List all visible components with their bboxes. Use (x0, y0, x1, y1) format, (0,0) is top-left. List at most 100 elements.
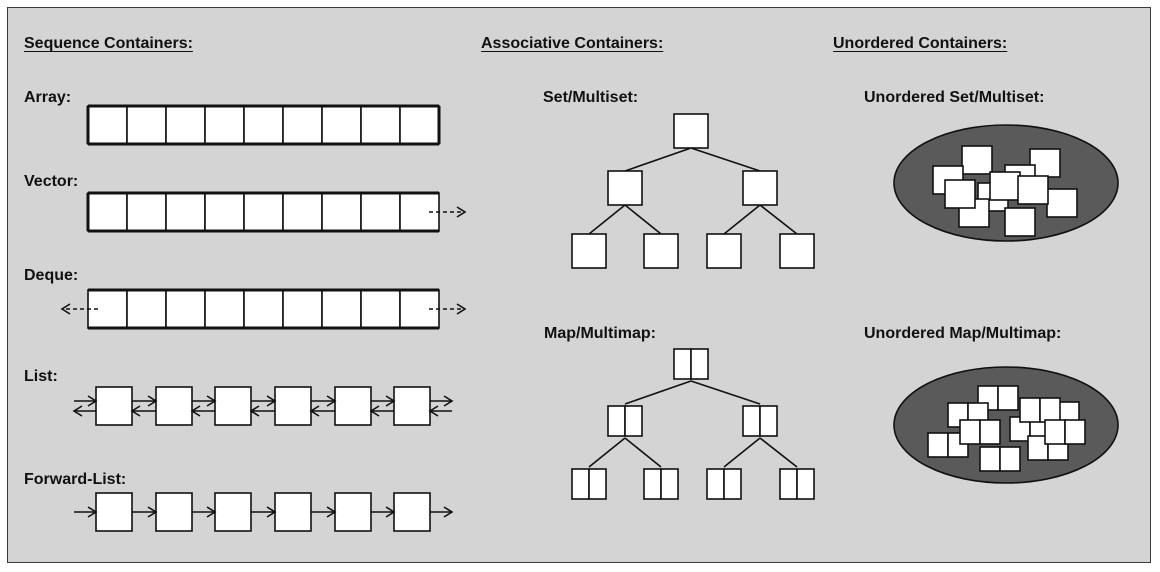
tree-edge (690, 147, 761, 172)
cell (87, 289, 128, 329)
cell (165, 105, 206, 145)
next-link-head (147, 395, 158, 407)
node (155, 386, 193, 426)
node (274, 386, 312, 426)
prev-link-head (369, 405, 380, 417)
unordered-value (1064, 419, 1086, 445)
cell (399, 105, 440, 145)
tree-node-key (706, 468, 725, 500)
unordered-map-diagram (893, 366, 1119, 484)
next-link-head (443, 395, 454, 407)
unordered-value (997, 385, 1019, 411)
tree-edge (759, 204, 798, 235)
cell (243, 192, 284, 232)
cell (360, 105, 401, 145)
array-diagram (86, 104, 441, 146)
unordered-value (1039, 397, 1061, 423)
node (214, 386, 252, 426)
heading-associative-containers: Associative Containers: (481, 35, 664, 52)
tree-root-key (673, 348, 692, 380)
vector-diagram (86, 191, 467, 233)
node (95, 386, 133, 426)
tree-node (643, 233, 679, 269)
unordered-element (961, 145, 993, 175)
tree-edge (759, 437, 798, 468)
tree-node-value (723, 468, 742, 500)
prev-link-head (249, 405, 260, 417)
forward-list-diagram (74, 492, 454, 532)
tree-edge (690, 380, 761, 405)
cell (321, 192, 362, 232)
cell (243, 289, 284, 329)
unordered-value (999, 446, 1021, 472)
next-link-head (147, 506, 158, 518)
cell (87, 192, 128, 232)
tree-edge (624, 204, 662, 235)
next-link-head (326, 506, 337, 518)
node (393, 492, 431, 532)
tree-node-key (607, 405, 626, 437)
prev-link-head (428, 405, 439, 417)
label-array: Array: (24, 89, 72, 106)
cell (204, 192, 245, 232)
label-map-multimap: Map/Multimap: (544, 325, 656, 342)
tree-node-value (759, 405, 778, 437)
grow-right-arrow-head (456, 206, 467, 218)
grow-left-arrow-head (60, 303, 71, 315)
cell (243, 105, 284, 145)
label-deque: Deque: (24, 267, 79, 284)
tree-node-value (796, 468, 815, 500)
map-tree-diagram (571, 348, 815, 500)
tree-node (706, 233, 742, 269)
unordered-key (927, 432, 949, 458)
prev-link-head (190, 405, 201, 417)
tree-node (571, 233, 607, 269)
tree-node (607, 170, 643, 206)
unordered-value (979, 419, 1001, 445)
unordered-element (1004, 207, 1036, 237)
unordered-element (989, 171, 1021, 201)
deque-diagram (60, 288, 467, 330)
tree-node-key (643, 468, 662, 500)
next-link-head (385, 506, 396, 518)
prev-link-head (309, 405, 320, 417)
cell (321, 289, 362, 329)
cell (282, 105, 323, 145)
node (334, 492, 372, 532)
set-tree-diagram (571, 113, 815, 269)
tree-node-value (588, 468, 607, 500)
cell (204, 105, 245, 145)
cell (399, 289, 440, 329)
next-link-head (385, 395, 396, 407)
node (95, 492, 133, 532)
tree-node-value (660, 468, 679, 500)
unordered-element (1046, 188, 1078, 218)
unordered-set-diagram (893, 124, 1119, 242)
heading-unordered-containers: Unordered Containers: (833, 35, 1008, 52)
node (274, 492, 312, 532)
next-link-head (206, 395, 217, 407)
unordered-key (979, 446, 1001, 472)
cell (126, 289, 167, 329)
label-unordered-set-multiset: Unordered Set/Multiset: (864, 89, 1045, 106)
cell (126, 105, 167, 145)
tree-node-key (779, 468, 798, 500)
unordered-key (1044, 419, 1066, 445)
next-link-head (87, 395, 98, 407)
tree-edge (588, 437, 626, 468)
label-list: List: (24, 368, 58, 385)
next-link-head (443, 506, 454, 518)
unordered-element (1017, 175, 1049, 205)
next-link-head (87, 506, 98, 518)
cell (282, 289, 323, 329)
cell (165, 289, 206, 329)
next-link-head (326, 395, 337, 407)
tree-edge (588, 204, 626, 235)
tree-root-value (690, 348, 709, 380)
tree-node (779, 233, 815, 269)
tree-edge (624, 147, 692, 172)
heading-sequence-containers: Sequence Containers: (24, 35, 193, 52)
tree-node-key (742, 405, 761, 437)
